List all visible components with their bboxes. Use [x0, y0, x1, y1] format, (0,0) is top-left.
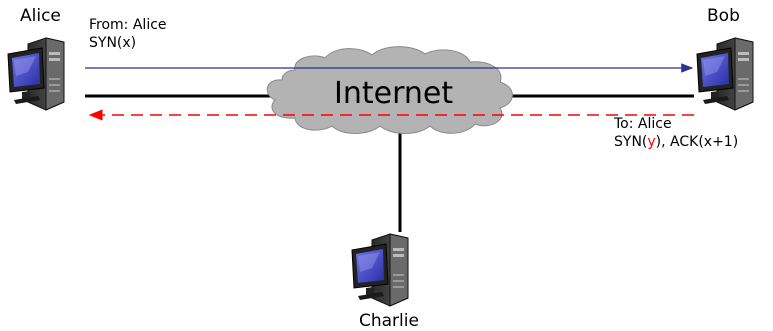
charlie-label: Charlie [359, 311, 419, 331]
synack-highlight: y [647, 134, 656, 150]
alice-label: Alice [20, 6, 61, 26]
synack-prefix: SYN( [614, 134, 648, 150]
synack-content-label: SYN(y), ACK(x+1) [614, 134, 738, 151]
bob-label: Bob [707, 6, 740, 26]
alice-computer-icon [7, 37, 65, 111]
syn-from-label: From: Alice [89, 17, 167, 33]
syn-content-label: SYN(x) [89, 35, 137, 51]
charlie-computer-icon [351, 233, 409, 307]
internet-label: Internet [334, 76, 454, 111]
synack-to-label: To: Alice [614, 116, 672, 132]
synack-suffix: ), ACK(x+1) [655, 134, 739, 150]
bob-computer-icon [696, 37, 754, 111]
